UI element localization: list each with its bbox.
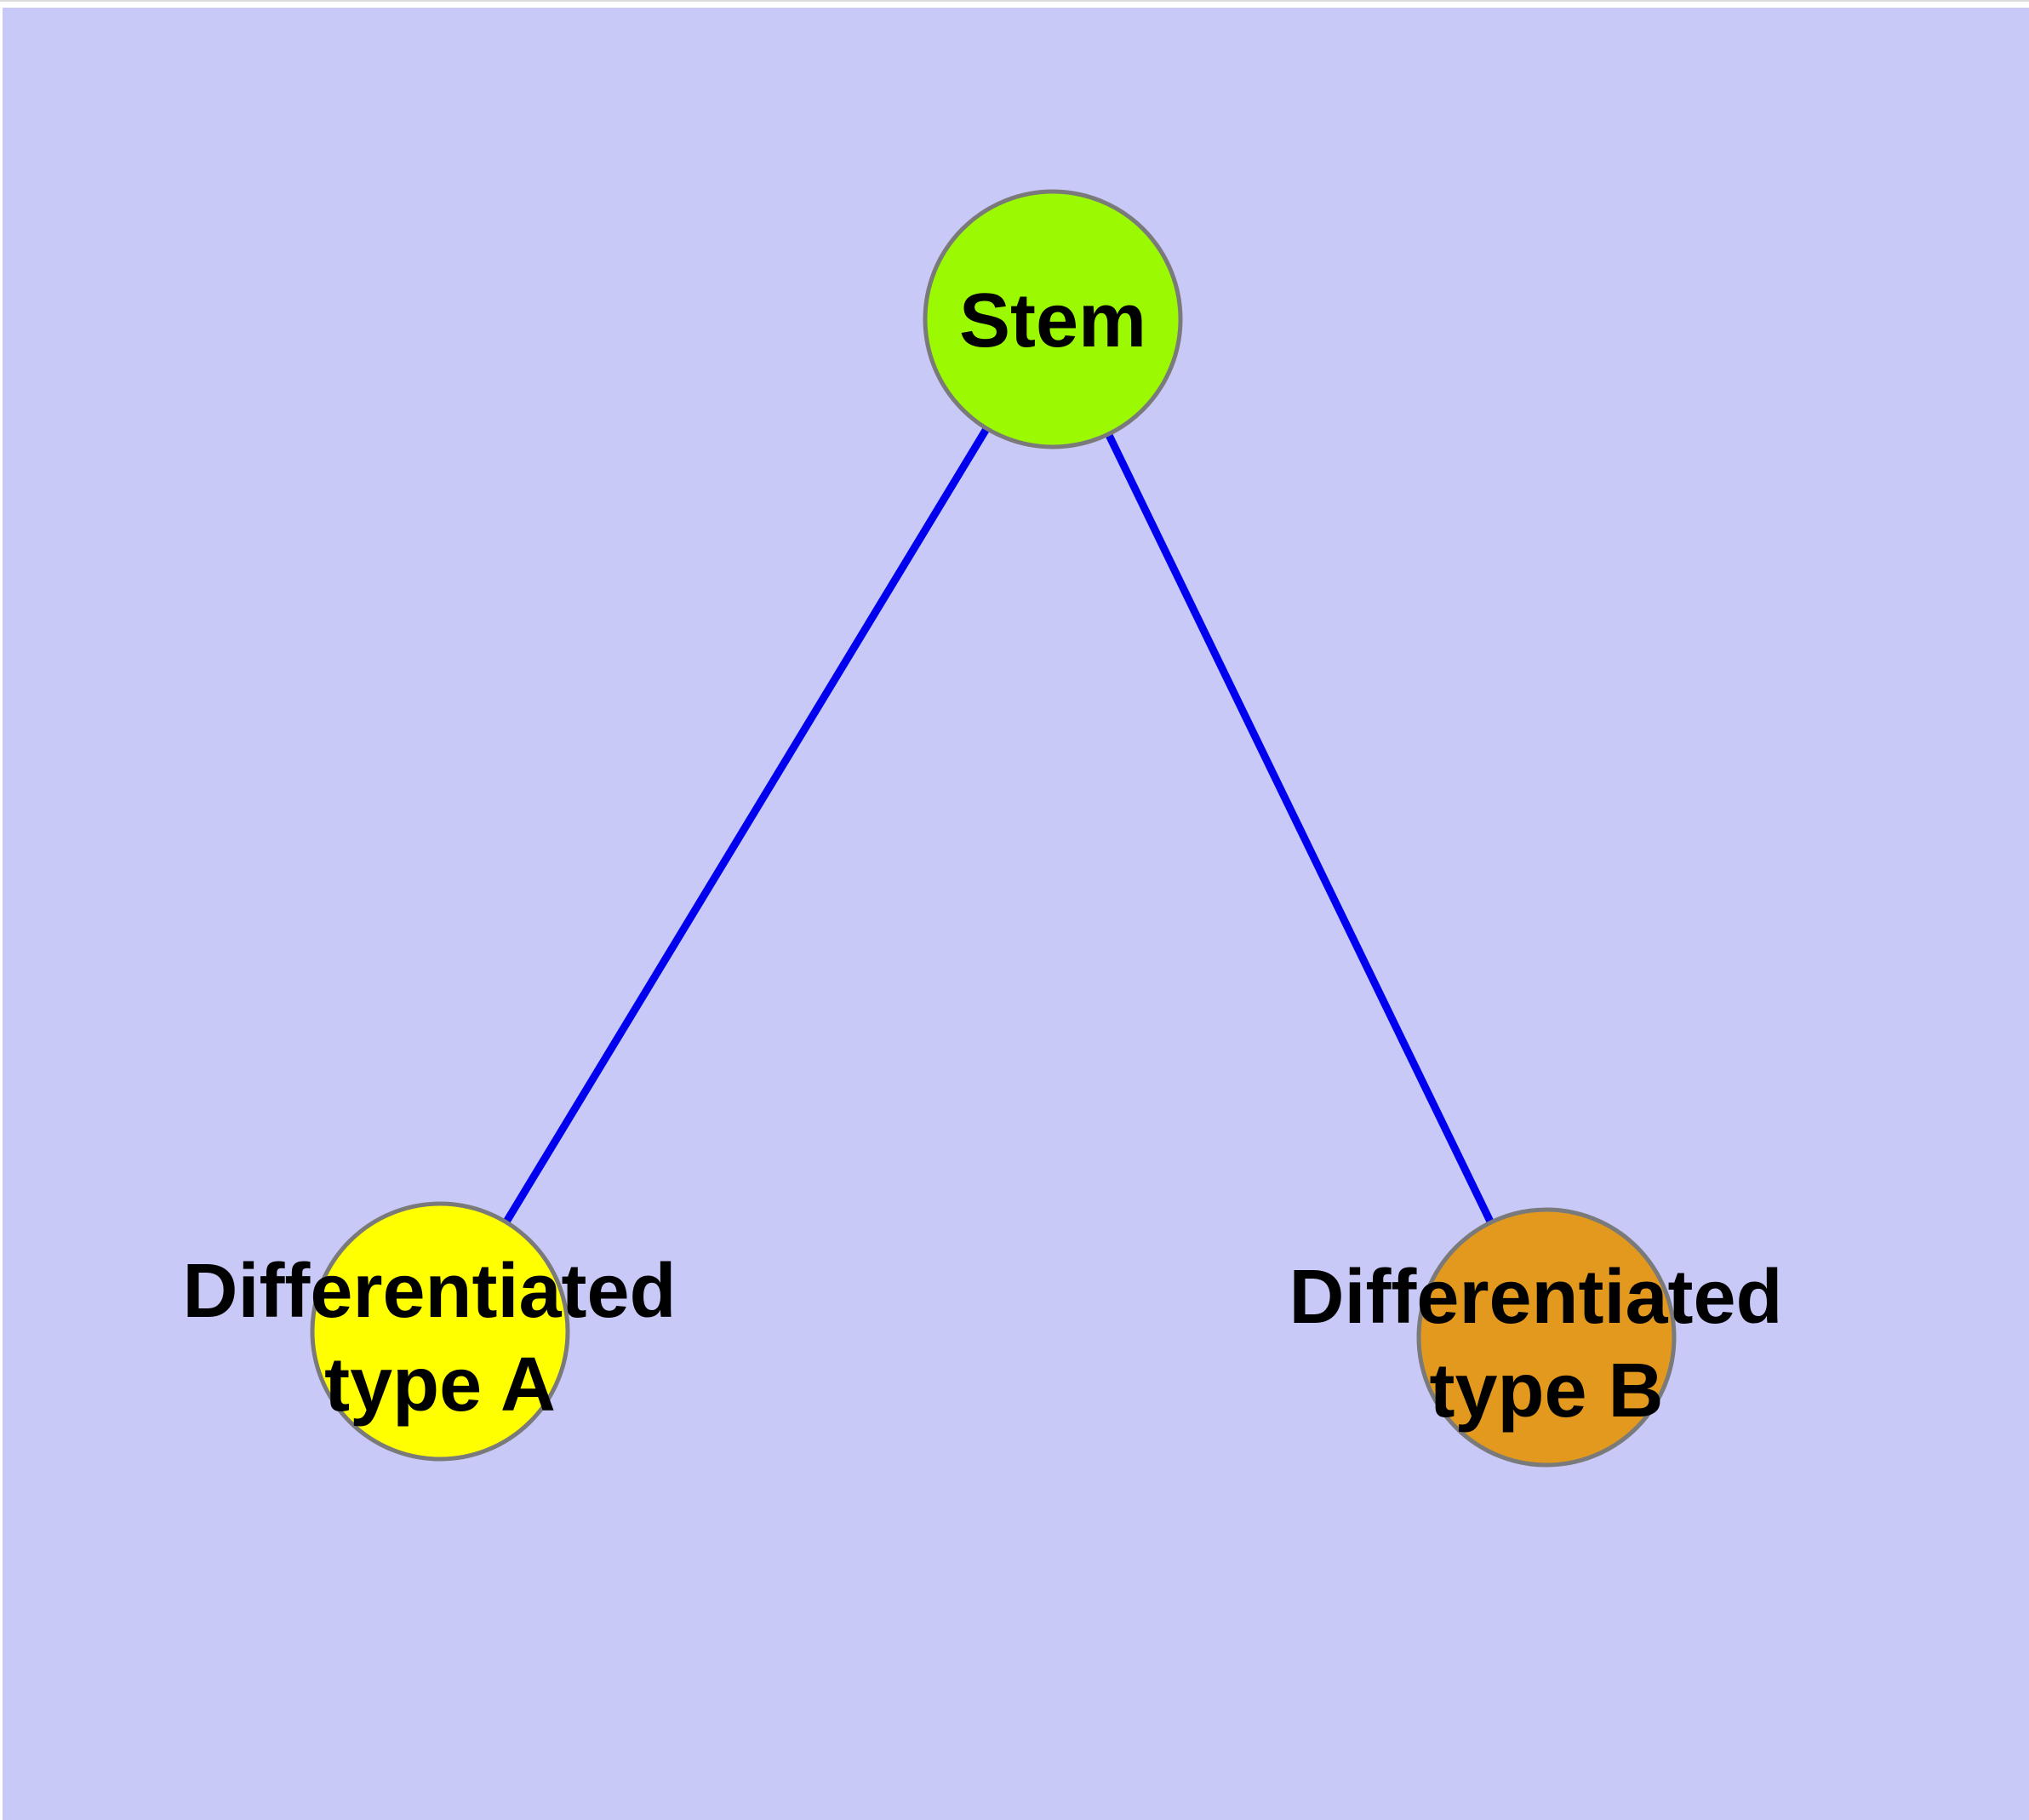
edge-stem-to-type-a [437,317,1056,1334]
node-stem-label-line1: Stem [959,278,1146,363]
node-stem-label: Stem [959,278,1146,363]
node-differentiated-type-b-label: Differentiated type B [1289,1255,1803,1434]
node-differentiated-type-a-circle[interactable] [310,1201,570,1462]
node-stem: Stem [923,189,1183,449]
node-differentiated-type-a: Differentiated type A [182,1201,697,1462]
node-differentiated-type-b-label-line2: type B [1429,1348,1663,1434]
edges [437,317,1551,1339]
node-differentiated-type-a-label-line1: Differentiated [182,1249,676,1334]
node-differentiated-type-b: Differentiated type B [1289,1207,1803,1468]
node-stem-circle[interactable] [923,189,1183,449]
top-hairline [0,0,2029,2]
node-differentiated-type-b-label-line1: Differentiated [1289,1255,1782,1340]
node-differentiated-type-a-label-line2: type A [324,1342,556,1428]
edge-stem-to-type-b [1049,318,1551,1339]
node-differentiated-type-b-circle[interactable] [1416,1207,1677,1468]
node-differentiated-type-a-label: Differentiated type A [182,1249,697,1428]
